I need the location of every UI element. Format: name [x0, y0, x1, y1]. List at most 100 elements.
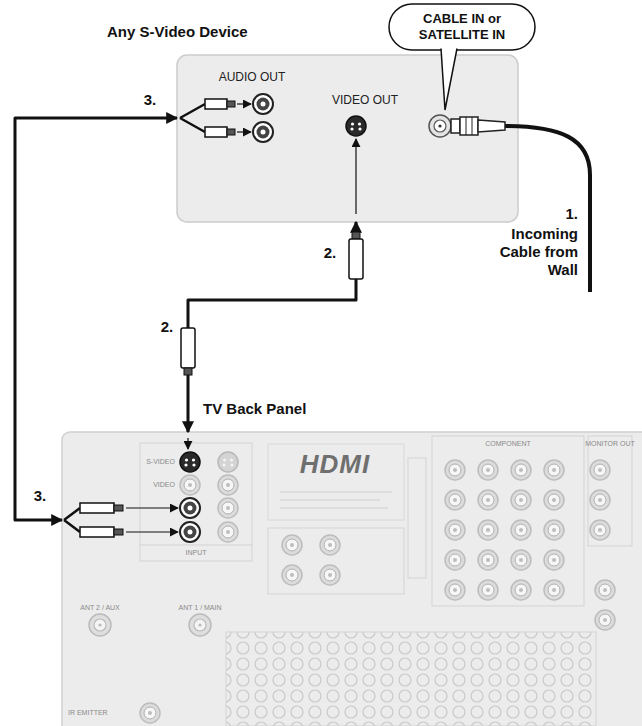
component-jack — [544, 460, 564, 480]
ir-emitter-jack — [140, 703, 160, 723]
insert-arrow — [126, 531, 178, 532]
component-jack — [544, 550, 564, 570]
hdmi-logo: HDMI — [300, 450, 370, 479]
rca-jack — [590, 520, 610, 540]
rca-plug-tip — [114, 529, 123, 535]
f-connector-tip — [451, 119, 460, 133]
audio-wire-split — [180, 104, 205, 132]
s-video-jack — [218, 452, 238, 472]
rca-plug — [80, 527, 114, 537]
component-jack — [511, 550, 531, 570]
audio-wire-split — [64, 508, 80, 532]
rca-jack — [320, 535, 340, 555]
fine-print — [280, 500, 380, 501]
vent-grille — [226, 632, 596, 726]
audio-jack — [253, 122, 273, 142]
antenna-jack — [189, 614, 211, 636]
rca-plug — [205, 99, 227, 109]
rca-jack — [590, 460, 610, 480]
audio-panel — [268, 528, 404, 594]
callout-bubble: CABLE IN or SATELLITE IN — [388, 3, 536, 51]
rca-jack — [218, 498, 238, 518]
panel-heading: Any S-Video Device — [107, 23, 248, 41]
panel-label: ANT 2 / AUX — [80, 604, 120, 612]
rca-jack — [320, 565, 340, 585]
rca-plug — [205, 127, 227, 137]
rca-jack — [218, 475, 238, 495]
component-jack — [478, 520, 498, 540]
panel-label: IR EMITTER — [68, 709, 108, 717]
f-connector-nut — [460, 117, 478, 135]
rca-plug-tip — [114, 505, 123, 511]
bubble-body — [389, 4, 535, 50]
callout-text: CABLE IN or SATELLITE IN — [410, 11, 514, 42]
insert-arrow — [237, 103, 251, 104]
nut-ridge — [472, 117, 473, 135]
jack-label: AUDIO OUT — [219, 70, 286, 84]
panel-label: MONITOR OUT — [585, 440, 635, 448]
rca-jack — [590, 490, 610, 510]
rca-jack — [282, 565, 302, 585]
fine-print — [280, 492, 392, 493]
rca-plug — [80, 503, 114, 513]
component-jack — [445, 580, 465, 600]
component-jack — [478, 490, 498, 510]
panel-heading: TV Back Panel — [203, 400, 306, 418]
insert-arrow — [355, 139, 356, 214]
s-video-plug — [181, 328, 195, 368]
rca-jack — [595, 610, 615, 630]
panel-rule — [140, 545, 252, 546]
device-housing — [177, 55, 518, 222]
component-panel — [432, 436, 584, 606]
s-video-jack — [346, 116, 366, 136]
cable — [15, 118, 177, 520]
component-jack — [511, 520, 531, 540]
rca-jack — [595, 580, 615, 600]
cable-note: Incoming Cable from Wall — [496, 225, 578, 279]
tv-panel — [62, 432, 642, 726]
bubble-tail — [441, 49, 457, 111]
panel-label: S-VIDEO — [146, 458, 175, 466]
insert-arrow — [237, 131, 251, 132]
panel-label: ANT 1 / MAIN — [178, 604, 221, 612]
callout-number: 1. — [565, 205, 578, 223]
callout-number: 3. — [34, 487, 47, 505]
component-jack — [478, 460, 498, 480]
callout-number: 2. — [161, 318, 174, 336]
antenna-jack — [89, 614, 111, 636]
panel-label: COMPONENT — [485, 440, 531, 448]
rca-plug-tip — [227, 101, 235, 107]
component-jack — [511, 460, 531, 480]
callout-number: 2. — [324, 244, 337, 262]
component-jacks — [445, 460, 564, 600]
component-jack — [445, 550, 465, 570]
component-jack — [445, 520, 465, 540]
component-jack — [544, 520, 564, 540]
component-jack — [478, 580, 498, 600]
side-panel — [408, 458, 426, 578]
input-panel — [140, 443, 252, 561]
insert-arrow — [187, 438, 188, 449]
s-video-plug-tip — [184, 368, 192, 375]
component-jack — [511, 580, 531, 600]
monitor-panel — [588, 436, 632, 546]
jack-label: VIDEO OUT — [332, 93, 398, 107]
s-video-plug-tip — [352, 232, 360, 239]
component-jack — [544, 490, 564, 510]
callout-number: 3. — [144, 91, 157, 109]
s-video-jack — [180, 452, 200, 472]
rca-jack — [180, 475, 200, 495]
audio-jack — [253, 94, 273, 114]
component-jack — [478, 550, 498, 570]
audio-jack — [180, 522, 200, 542]
rca-plug-tip — [227, 129, 235, 135]
rca-jack — [218, 522, 238, 542]
insert-arrow — [126, 507, 178, 508]
nut-ridge — [466, 117, 467, 135]
cable — [188, 222, 356, 432]
